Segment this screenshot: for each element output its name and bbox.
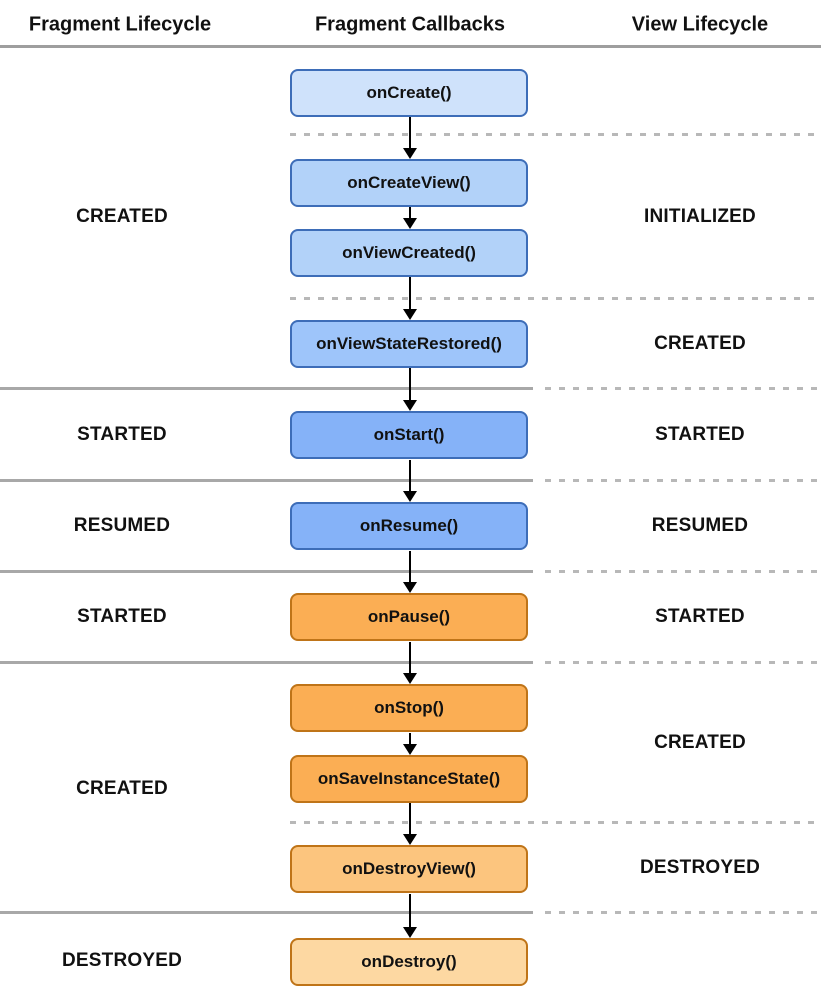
- fragment-state-created: CREATED: [76, 206, 168, 227]
- arrow-shaft: [409, 642, 411, 675]
- callback-box-onsaveinstancestate: onSaveInstanceState(): [290, 755, 528, 803]
- callback-box-onstop: onStop(): [290, 684, 528, 732]
- callback-label: onCreate(): [366, 83, 452, 102]
- callback-box-onresume: onResume(): [290, 502, 528, 550]
- callback-box-onviewstaterestored: onViewStateRestored(): [290, 320, 528, 368]
- callback-label: onViewCreated(): [342, 243, 476, 262]
- callback-box-oncreateview: onCreateView(): [290, 159, 528, 207]
- view-state-initialized: INITIALIZED: [644, 206, 756, 227]
- flow-arrow-down-icon: [402, 277, 418, 320]
- arrow-shaft: [409, 117, 411, 150]
- callback-label: onViewStateRestored(): [316, 334, 502, 353]
- arrow-shaft: [409, 803, 411, 836]
- callback-label: onResume(): [359, 516, 459, 535]
- view-boundary-dashed-line: [545, 570, 821, 573]
- callback-label: onStart(): [373, 425, 445, 444]
- fragment-state-started-2: STARTED: [77, 606, 167, 627]
- arrow-shaft: [409, 551, 411, 584]
- arrow-shaft: [409, 733, 411, 746]
- fragment-state-created-2: CREATED: [76, 778, 168, 799]
- header-view-lifecycle: View Lifecycle: [631, 13, 769, 36]
- view-state-destroyed: DESTROYED: [639, 857, 761, 878]
- fragment-state-started: STARTED: [77, 424, 167, 445]
- view-state-created: CREATED: [654, 333, 746, 354]
- fragment-boundary-solid-line: [0, 387, 533, 390]
- callback-label: onDestroy(): [361, 952, 457, 971]
- callback-box-oncreate: onCreate(): [290, 69, 528, 117]
- arrow-shaft: [409, 368, 411, 402]
- arrow-shaft: [409, 894, 411, 929]
- fragment-boundary-solid-line: [0, 661, 533, 664]
- flow-arrow-down-icon: [402, 733, 418, 755]
- callback-box-onviewcreated: onViewCreated(): [290, 229, 528, 277]
- fragment-state-resumed: RESUMED: [73, 515, 171, 536]
- view-boundary-dashed-line: [545, 479, 821, 482]
- callback-label: onStop(): [374, 698, 444, 717]
- view-state-created-2: CREATED: [654, 732, 746, 753]
- header-fragment-lifecycle: Fragment Lifecycle: [28, 13, 212, 36]
- callback-label: onDestroyView(): [342, 859, 476, 878]
- callback-box-onstart: onStart(): [290, 411, 528, 459]
- flow-arrow-down-icon: [402, 460, 418, 502]
- view-state-started: STARTED: [655, 424, 745, 445]
- arrow-head-icon: [403, 148, 417, 159]
- arrow-head-icon: [403, 491, 417, 502]
- callback-label: onPause(): [367, 607, 451, 626]
- callback-box-ondestroyview: onDestroyView(): [290, 845, 528, 893]
- view-boundary-dashed-line: [545, 387, 821, 390]
- flow-arrow-down-icon: [402, 207, 418, 229]
- arrow-shaft: [409, 460, 411, 493]
- view-state-resumed: RESUMED: [651, 515, 749, 536]
- fragment-boundary-solid-line: [0, 479, 533, 482]
- arrow-head-icon: [403, 400, 417, 411]
- fragment-state-destroyed: DESTROYED: [61, 950, 183, 971]
- arrow-head-icon: [403, 218, 417, 229]
- arrow-shaft: [409, 277, 411, 311]
- arrow-head-icon: [403, 582, 417, 593]
- header-fragment-callbacks: Fragment Callbacks: [314, 13, 506, 36]
- arrow-head-icon: [403, 834, 417, 845]
- flow-arrow-down-icon: [402, 642, 418, 684]
- flow-arrow-down-icon: [402, 894, 418, 938]
- view-state-started-2: STARTED: [655, 606, 745, 627]
- flow-arrow-down-icon: [402, 803, 418, 845]
- flow-arrow-down-icon: [402, 368, 418, 411]
- arrow-head-icon: [403, 309, 417, 320]
- fragment-boundary-solid-line: [0, 570, 533, 573]
- flow-arrow-down-icon: [402, 117, 418, 159]
- callback-label: onSaveInstanceState(): [317, 769, 501, 788]
- arrow-head-icon: [403, 673, 417, 684]
- view-boundary-dashed-line: [290, 297, 821, 300]
- callback-box-ondestroy: onDestroy(): [290, 938, 528, 986]
- view-boundary-dashed-line: [290, 821, 821, 824]
- callback-label: onCreateView(): [347, 173, 471, 192]
- view-boundary-dashed-line: [290, 133, 821, 136]
- arrow-shaft: [409, 207, 411, 220]
- flow-arrow-down-icon: [402, 551, 418, 593]
- view-boundary-dashed-line: [545, 661, 821, 664]
- arrow-head-icon: [403, 744, 417, 755]
- header-divider-line: [0, 45, 821, 48]
- fragment-boundary-solid-line: [0, 911, 533, 914]
- view-boundary-dashed-line: [545, 911, 821, 914]
- callback-box-onpause: onPause(): [290, 593, 528, 641]
- arrow-head-icon: [403, 927, 417, 938]
